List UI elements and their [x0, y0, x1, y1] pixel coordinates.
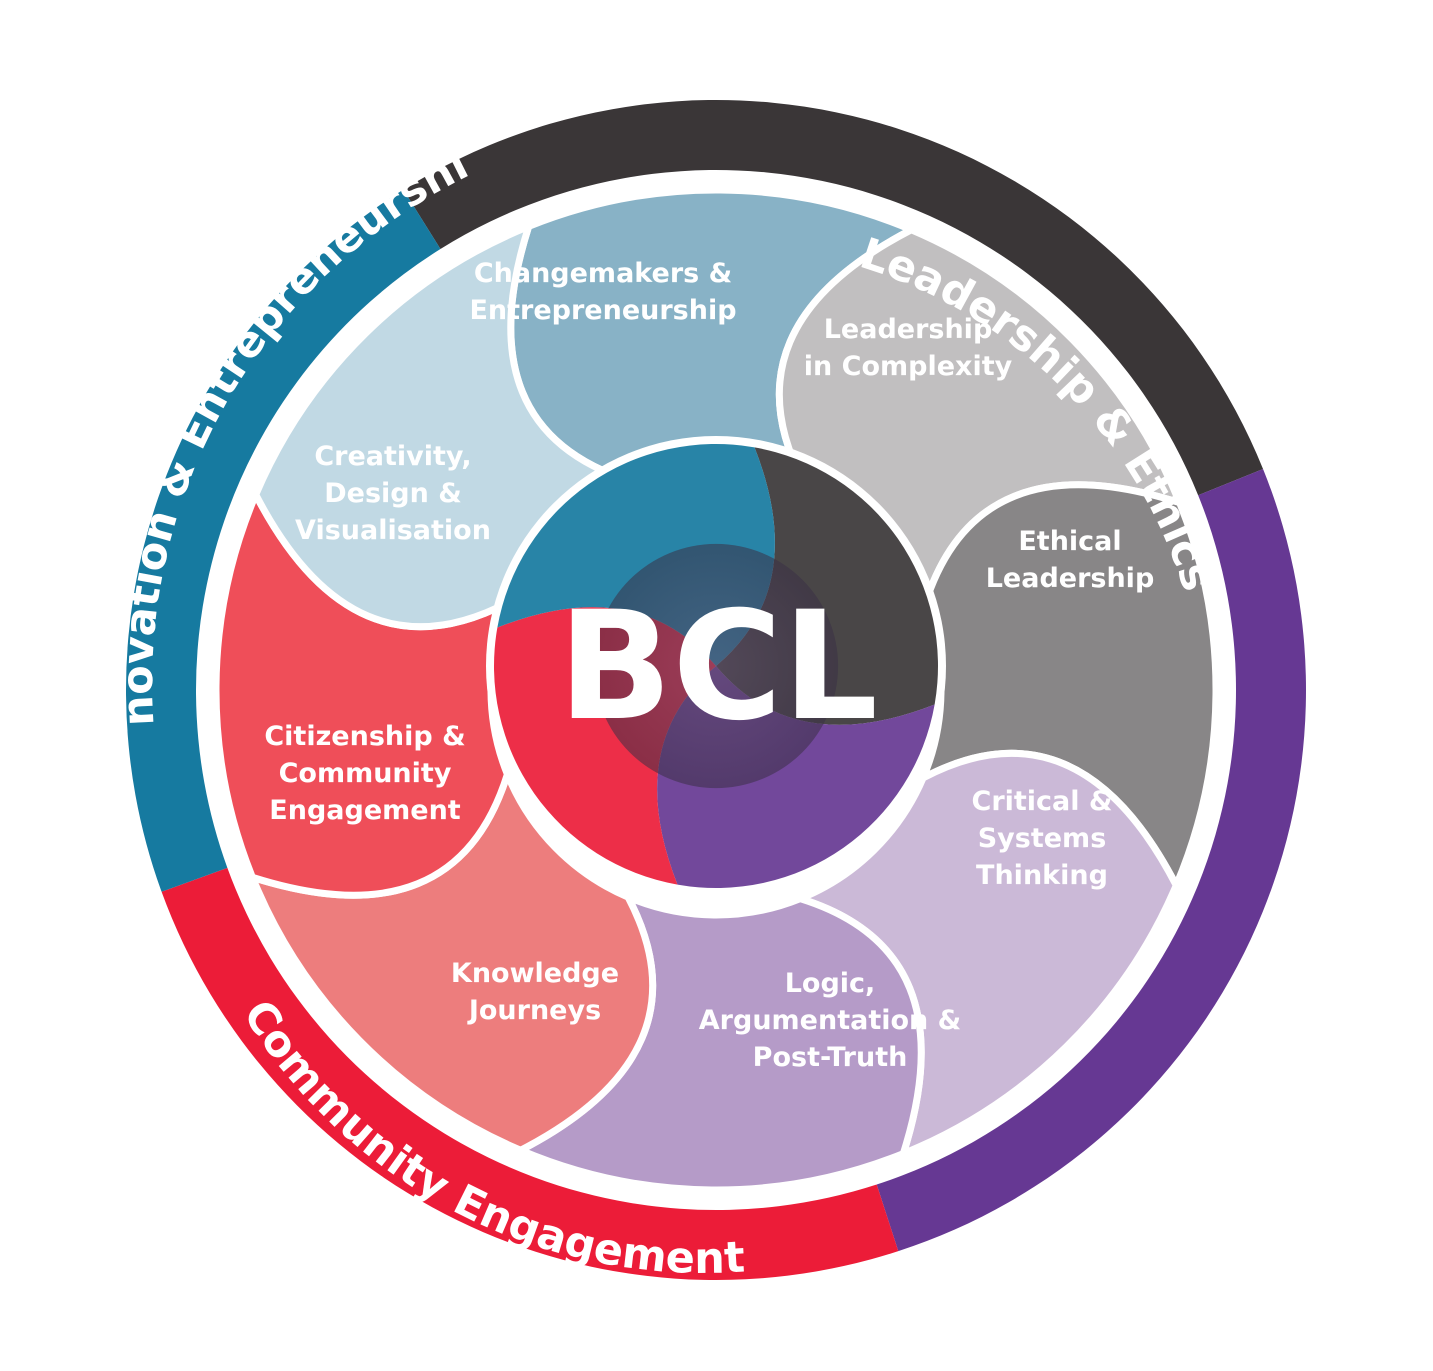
petal-label-5: Logic, Argumentation & Post-Truth [699, 968, 961, 1073]
petal-label-line: Ethical [1018, 526, 1121, 557]
petal-label-line: Journeys [467, 995, 601, 1026]
ring-segment-leadership [403, 100, 1264, 496]
petal-label-line: Engagement [269, 795, 461, 826]
petal-label-line: Changemakers & [474, 258, 732, 289]
outer-ring [126, 100, 1306, 1280]
petal-label-line: Visualisation [295, 515, 491, 546]
petal-label-line: Post-Truth [753, 1042, 908, 1073]
petal-4 [796, 749, 1180, 1158]
petal-5 [517, 893, 925, 1194]
petal-wheel [212, 186, 1220, 1194]
core-center-shade [593, 543, 839, 789]
petal-labels: Changemakers & EntrepreneurshipLeadership… [264, 258, 1154, 1073]
petal-6 [248, 770, 657, 1154]
petal-3 [919, 481, 1220, 889]
petal-label-1: Changemakers & Entrepreneurship [469, 258, 736, 326]
core: BCL [486, 436, 946, 896]
petal-label-line: Logic, [785, 968, 876, 999]
petal-label-line: Community [279, 758, 452, 789]
petal-label-line: Design & [324, 478, 462, 509]
petal-label-line: Knowledge [451, 958, 619, 989]
petal-label-line: Citizenship & [264, 721, 465, 752]
petal-label-2: Leadership in Complexity [804, 314, 1013, 382]
petal-label-line: Systems [978, 823, 1107, 854]
petal-label-line: Argumentation & [699, 1005, 961, 1036]
petal-label-line: in Complexity [804, 351, 1013, 382]
petal-label-line: Entrepreneurship [469, 295, 736, 326]
petal-label-line: Creativity, [314, 441, 471, 472]
petal-label-line: Leadership [986, 563, 1155, 594]
ring-segment-critical-thinking [876, 468, 1306, 1252]
petal-label-line: Critical & [972, 786, 1113, 817]
center-label: BCL [558, 580, 878, 754]
ring-segment-innovation [126, 189, 441, 892]
petal-label-8: Creativity, Design & Visualisation [295, 441, 491, 546]
petal-label-line: Thinking [976, 860, 1108, 891]
ring-segment-community [161, 867, 899, 1280]
petal-label-line: Leadership [824, 314, 993, 345]
